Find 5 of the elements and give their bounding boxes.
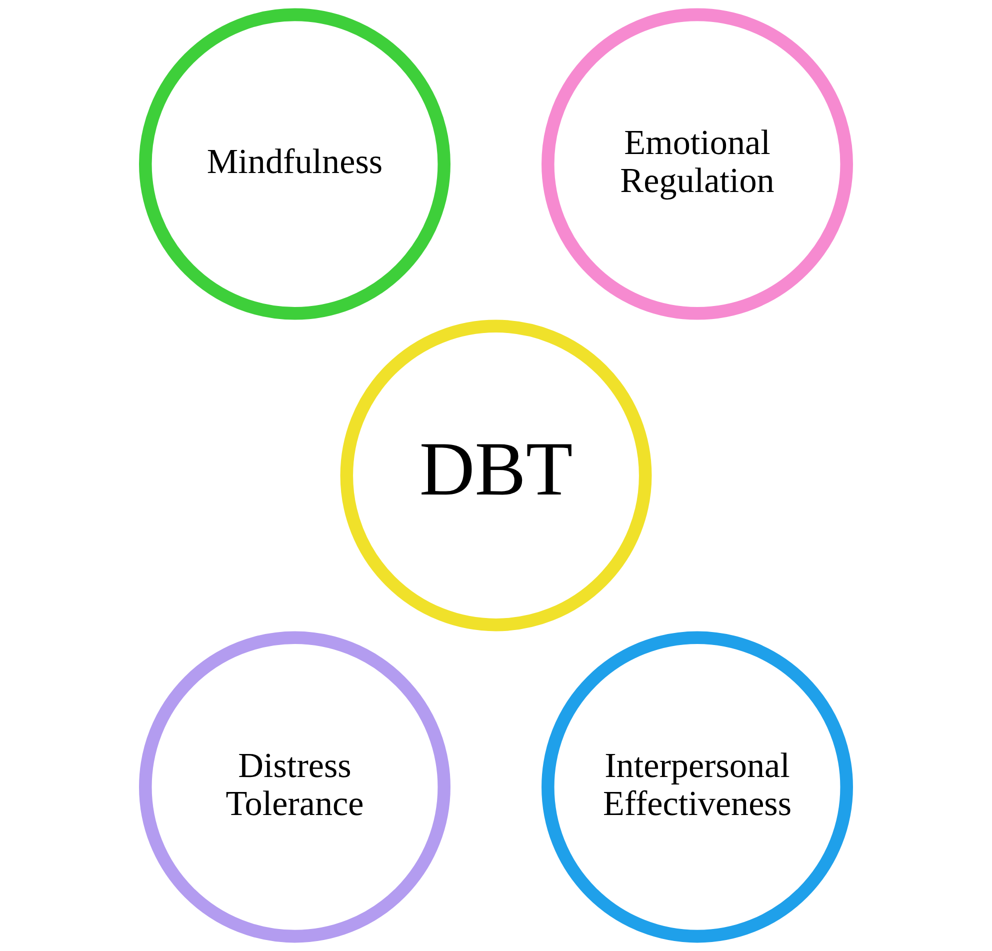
node-circle: Distress Tolerance [139,631,450,943]
node-circle: Emotional Regulation [542,8,853,320]
node-circle: DBT [340,320,652,632]
node-circle: Mindfulness [139,8,450,320]
node-circle: Interpersonal Effectiveness [542,631,853,943]
